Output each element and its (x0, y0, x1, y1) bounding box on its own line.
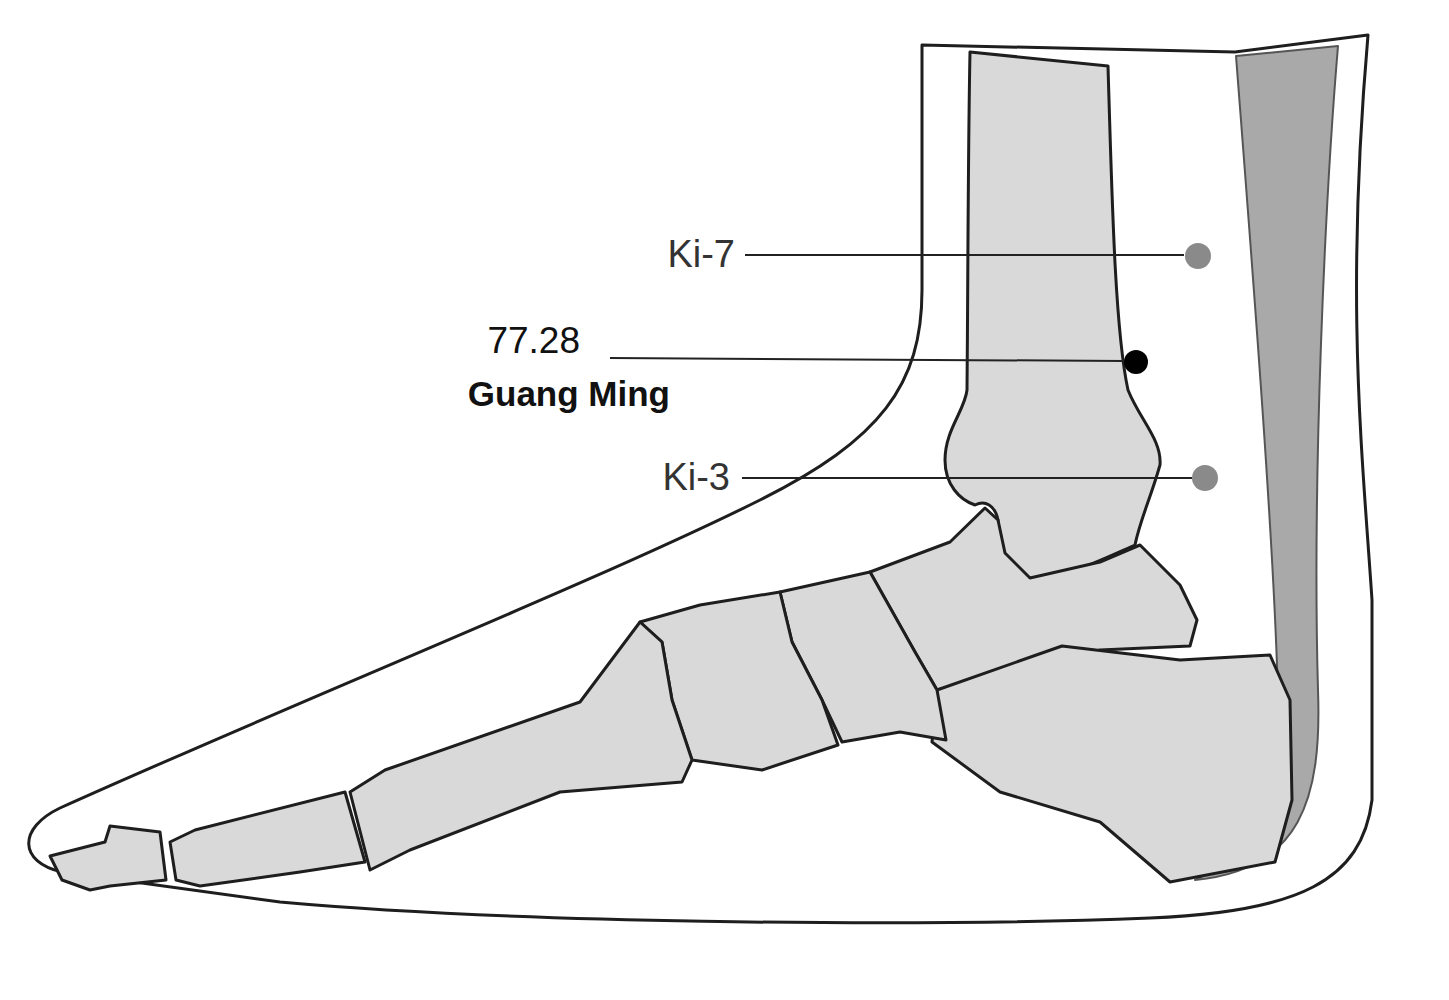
leader-line (610, 358, 1124, 361)
metatarsal-bone (350, 622, 692, 870)
calcaneus-bone (932, 646, 1292, 882)
leader-line (742, 477, 1192, 479)
leader-line (745, 254, 1184, 256)
acupoint-dot (1124, 350, 1148, 374)
acupoint-dot (1185, 243, 1211, 269)
skin-outline (29, 35, 1372, 923)
point-name: Guang Ming (468, 376, 670, 411)
tibia-bone (945, 52, 1160, 578)
point-number: 77.28 (487, 322, 580, 359)
phalanx-bone (170, 792, 365, 886)
acupoint-dot (1192, 465, 1218, 491)
acupoint-label: Ki-3 (662, 458, 730, 496)
phalanx-bone (50, 826, 166, 890)
acupoint-label: Ki-7 (667, 235, 735, 273)
